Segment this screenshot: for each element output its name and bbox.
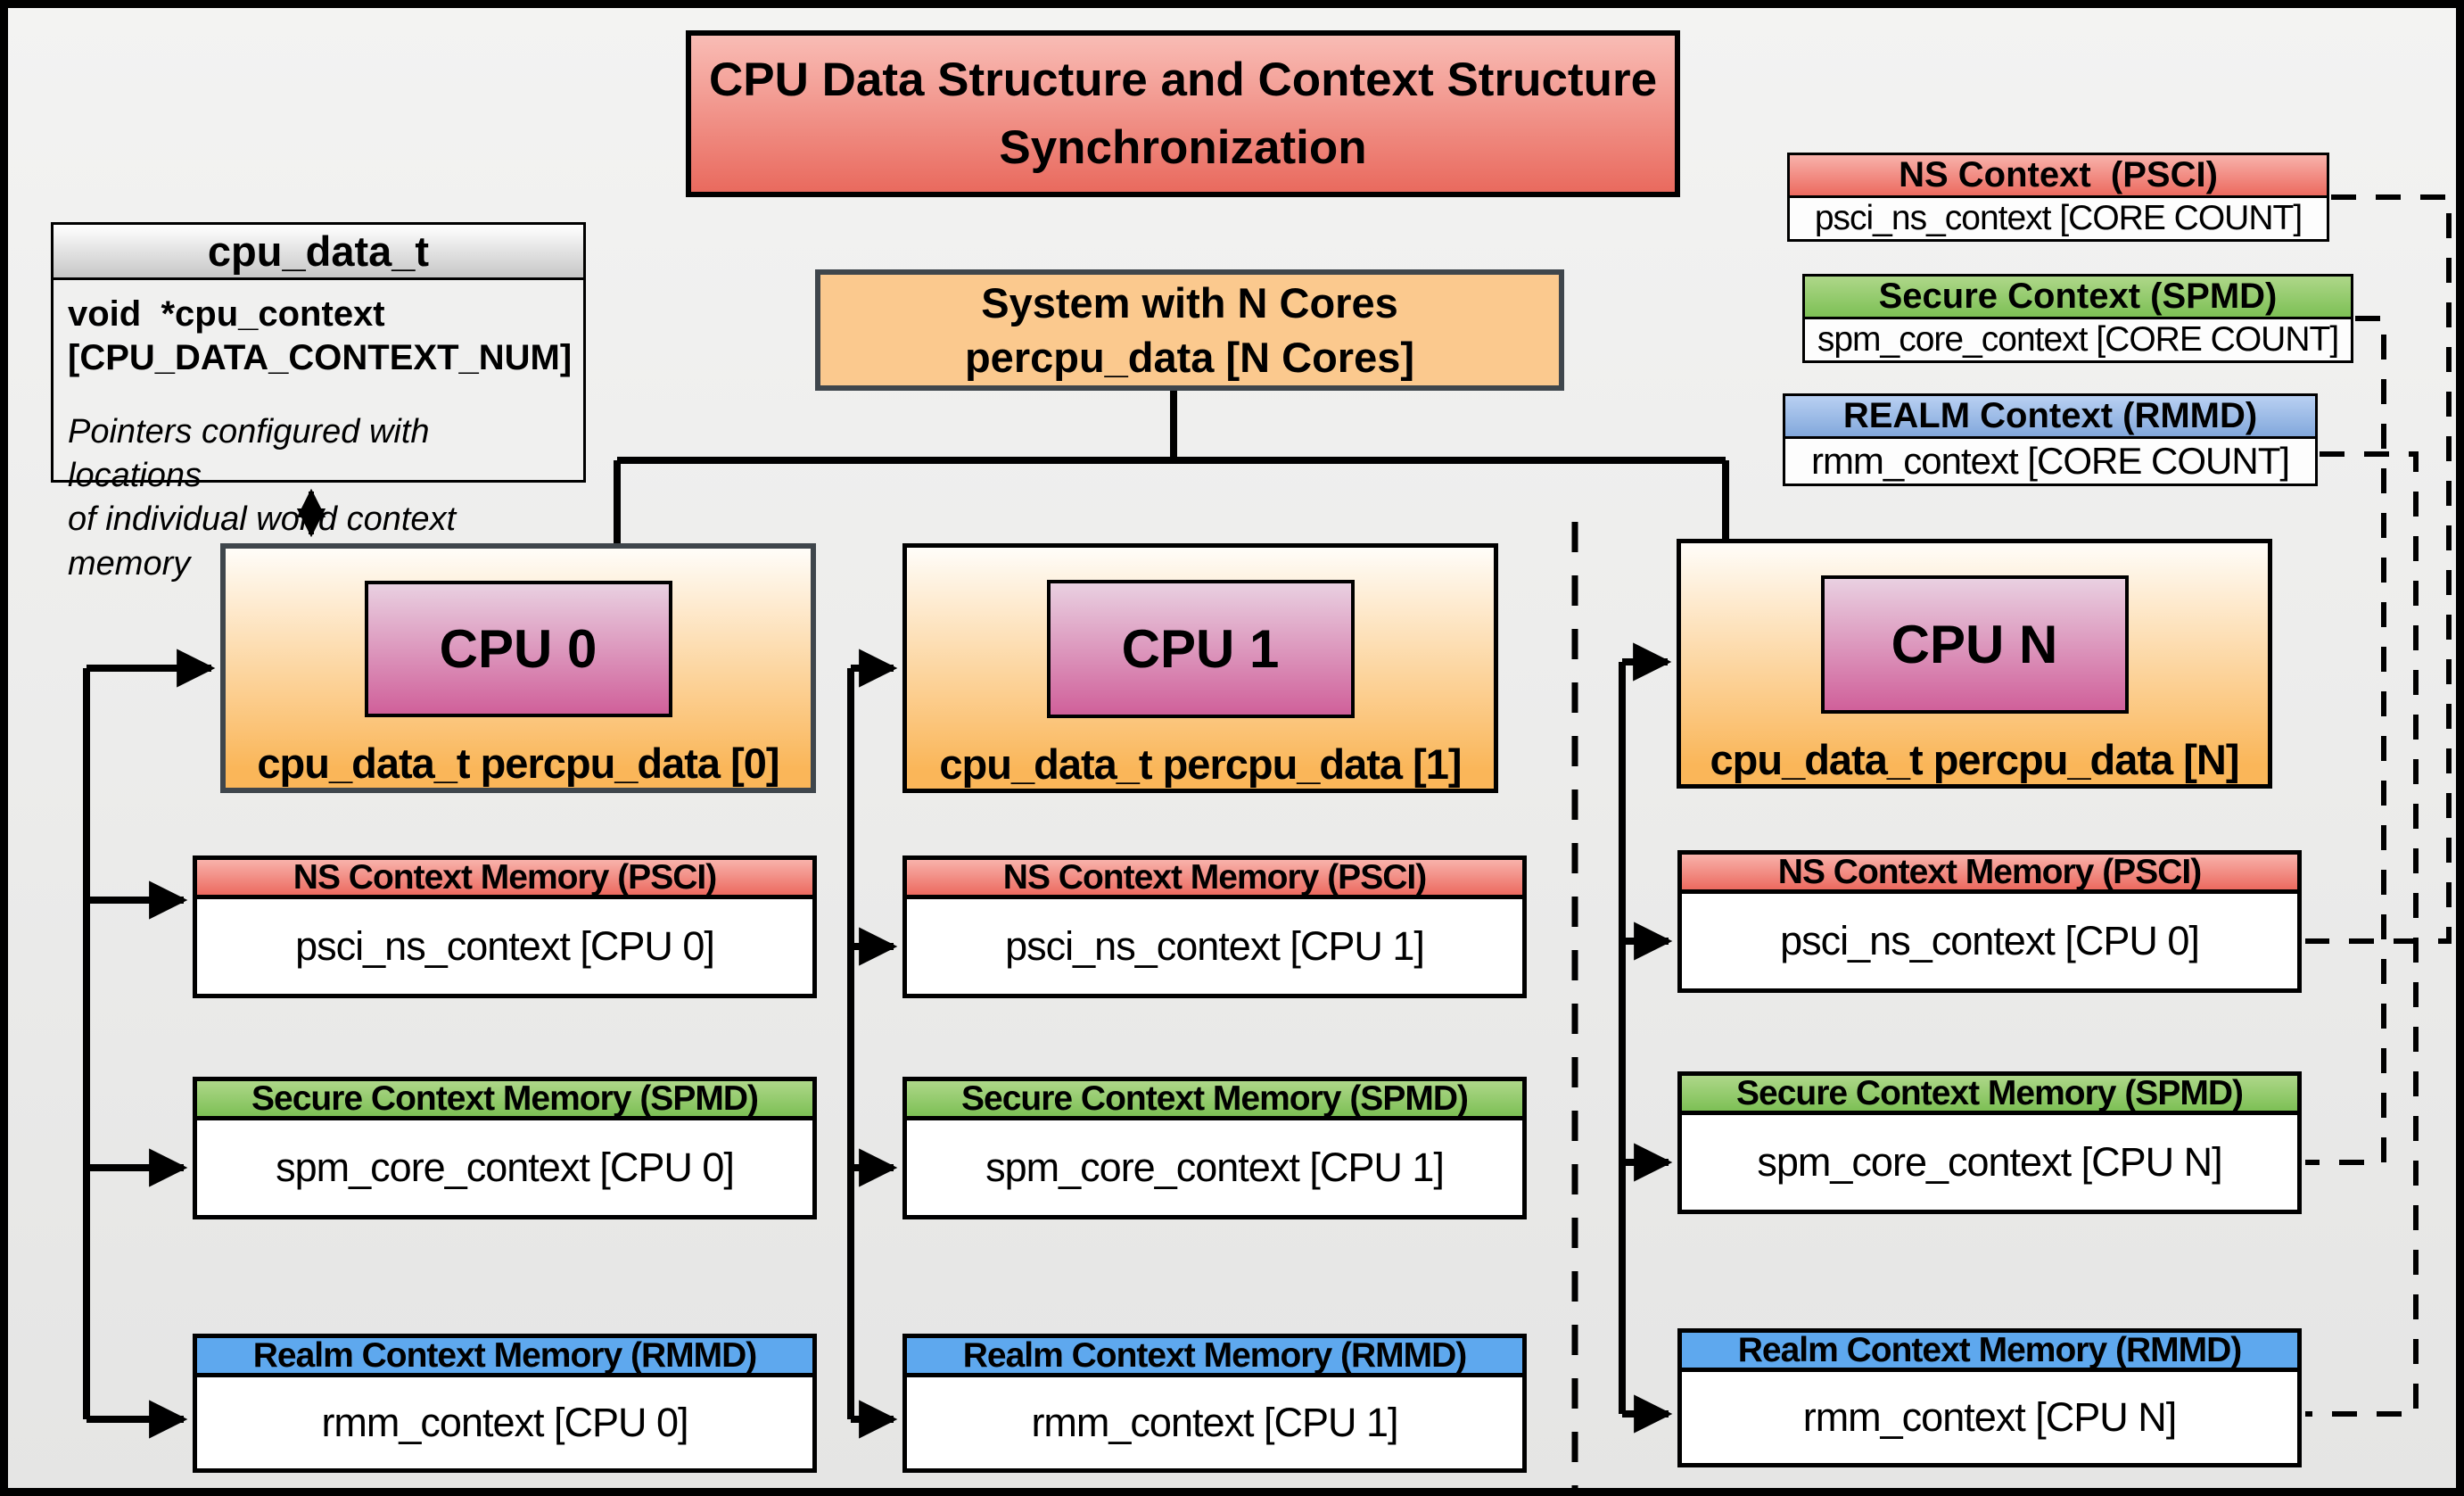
cpu1-chip: CPU 1 xyxy=(1046,580,1355,718)
cpu-data-t-field-line2: [CPU_DATA_CONTEXT_NUM] xyxy=(68,337,573,377)
cpu-data-t-box: cpu_data_t void *cpu_context [CPU_DATA_C… xyxy=(51,222,586,583)
cpu0-ns-header: NS Context Memory (PSCI) xyxy=(197,858,812,899)
cpun-data-label: cpu_data_t percpu_data [N] xyxy=(1710,736,2240,783)
cpu-data-t-field-line1: void *cpu_context xyxy=(68,294,385,334)
cpu1-pointer-bus xyxy=(847,649,898,1439)
cpu-data-t-header: cpu_data_t xyxy=(54,225,583,280)
cpu0-realm-memory-box: Realm Context Memory (RMMD) rmm_context … xyxy=(193,1334,817,1473)
cpu1-ns-header: NS Context Memory (PSCI) xyxy=(907,858,1522,899)
cpun-chip: CPU N xyxy=(1820,575,2129,714)
legend-secure-context: Secure Context (SPMD) spm_core_context [… xyxy=(1802,274,2353,363)
cpun-realm-body: rmm_context [CPU N] xyxy=(1682,1372,2297,1463)
ns-legend-link-dashed xyxy=(2305,194,2452,944)
cpu1-secure-header: Secure Context Memory (SPMD) xyxy=(907,1079,1522,1120)
legend-ns-header: NS Context (PSCI) xyxy=(1790,155,2327,198)
cpu1-data-label: cpu_data_t percpu_data [1] xyxy=(939,740,1462,788)
cpun-secure-body: spm_core_context [CPU N] xyxy=(1682,1115,2297,1210)
cpu0-realm-header: Realm Context Memory (RMMD) xyxy=(197,1336,812,1377)
cpu1-realm-header: Realm Context Memory (RMMD) xyxy=(907,1336,1522,1377)
cpun-ns-header: NS Context Memory (PSCI) xyxy=(1682,853,2297,894)
system-box-line2: percpu_data [N Cores] xyxy=(964,334,1415,381)
cpu1-realm-body: rmm_context [CPU 1] xyxy=(907,1377,1522,1468)
system-box-line1: System with N Cores xyxy=(981,278,1398,326)
legend-ns-body: psci_ns_context [CORE COUNT] xyxy=(1814,199,2303,237)
cpu0-secure-body: spm_core_context [CPU 0] xyxy=(197,1120,812,1215)
cpun-realm-header: Realm Context Memory (RMMD) xyxy=(1682,1331,2297,1372)
system-connector-line xyxy=(614,391,1729,543)
cpu-data-t-note-line2: of individual world context memory xyxy=(68,500,457,583)
cpu0-chip: CPU 0 xyxy=(364,581,672,717)
legend-ns-context: NS Context (PSCI) psci_ns_context [CORE … xyxy=(1787,153,2329,242)
legend-realm-body: rmm_context [CORE COUNT] xyxy=(1810,440,2290,482)
cpu1-box: CPU 1 cpu_data_t percpu_data [1] xyxy=(902,543,1498,793)
cpun-box: CPU N cpu_data_t percpu_data [N] xyxy=(1677,539,2272,789)
title-line2: Synchronization xyxy=(999,120,1367,174)
secure-legend-link-dashed xyxy=(2305,316,2386,1165)
cpu0-pointer-bus xyxy=(83,649,216,1439)
legend-realm-context: REALM Context (RMMD) rmm_context [CORE C… xyxy=(1783,393,2318,486)
cpu0-realm-body: rmm_context [CPU 0] xyxy=(197,1377,812,1468)
cpu0-secure-header: Secure Context Memory (SPMD) xyxy=(197,1079,812,1120)
cpu1-realm-memory-box: Realm Context Memory (RMMD) rmm_context … xyxy=(902,1334,1527,1473)
cpun-ns-body: psci_ns_context [CPU 0] xyxy=(1682,894,2297,988)
cpun-secure-memory-box: Secure Context Memory (SPMD) spm_core_co… xyxy=(1677,1071,2302,1214)
cpu0-secure-memory-box: Secure Context Memory (SPMD) spm_core_co… xyxy=(193,1077,817,1219)
title-line1: CPU Data Structure and Context Structure xyxy=(708,54,1658,107)
cpu0-box: CPU 0 cpu_data_t percpu_data [0] xyxy=(220,543,816,793)
cpu0-ns-memory-box: NS Context Memory (PSCI) psci_ns_context… xyxy=(193,855,817,998)
system-box: System with N Cores percpu_data [N Cores… xyxy=(815,269,1564,391)
cpun-ns-memory-box: NS Context Memory (PSCI) psci_ns_context… xyxy=(1677,850,2302,993)
cpu1-ns-body: psci_ns_context [CPU 1] xyxy=(907,899,1522,994)
realm-legend-link-dashed xyxy=(2305,451,2419,1417)
legend-secure-body: spm_core_context [CORE COUNT] xyxy=(1817,320,2339,359)
title-box: CPU Data Structure and Context Structure… xyxy=(686,30,1680,197)
cpu-data-t-note-line1: Pointers configured with locations xyxy=(68,412,430,494)
cpu1-secure-body: spm_core_context [CPU 1] xyxy=(907,1120,1522,1215)
cpu0-data-label: cpu_data_t percpu_data [0] xyxy=(257,740,779,787)
cpun-realm-memory-box: Realm Context Memory (RMMD) rmm_context … xyxy=(1677,1328,2302,1467)
cpun-pointer-bus xyxy=(1619,642,1673,1434)
connector-layer xyxy=(83,194,2452,1488)
legend-realm-header: REALM Context (RMMD) xyxy=(1785,396,2315,439)
cpu1-secure-memory-box: Secure Context Memory (SPMD) spm_core_co… xyxy=(902,1077,1527,1219)
cpu1-ns-memory-box: NS Context Memory (PSCI) psci_ns_context… xyxy=(902,855,1527,998)
legend-secure-header: Secure Context (SPMD) xyxy=(1805,277,2351,319)
cpu0-ns-body: psci_ns_context [CPU 0] xyxy=(197,899,812,994)
cpun-secure-header: Secure Context Memory (SPMD) xyxy=(1682,1074,2297,1115)
